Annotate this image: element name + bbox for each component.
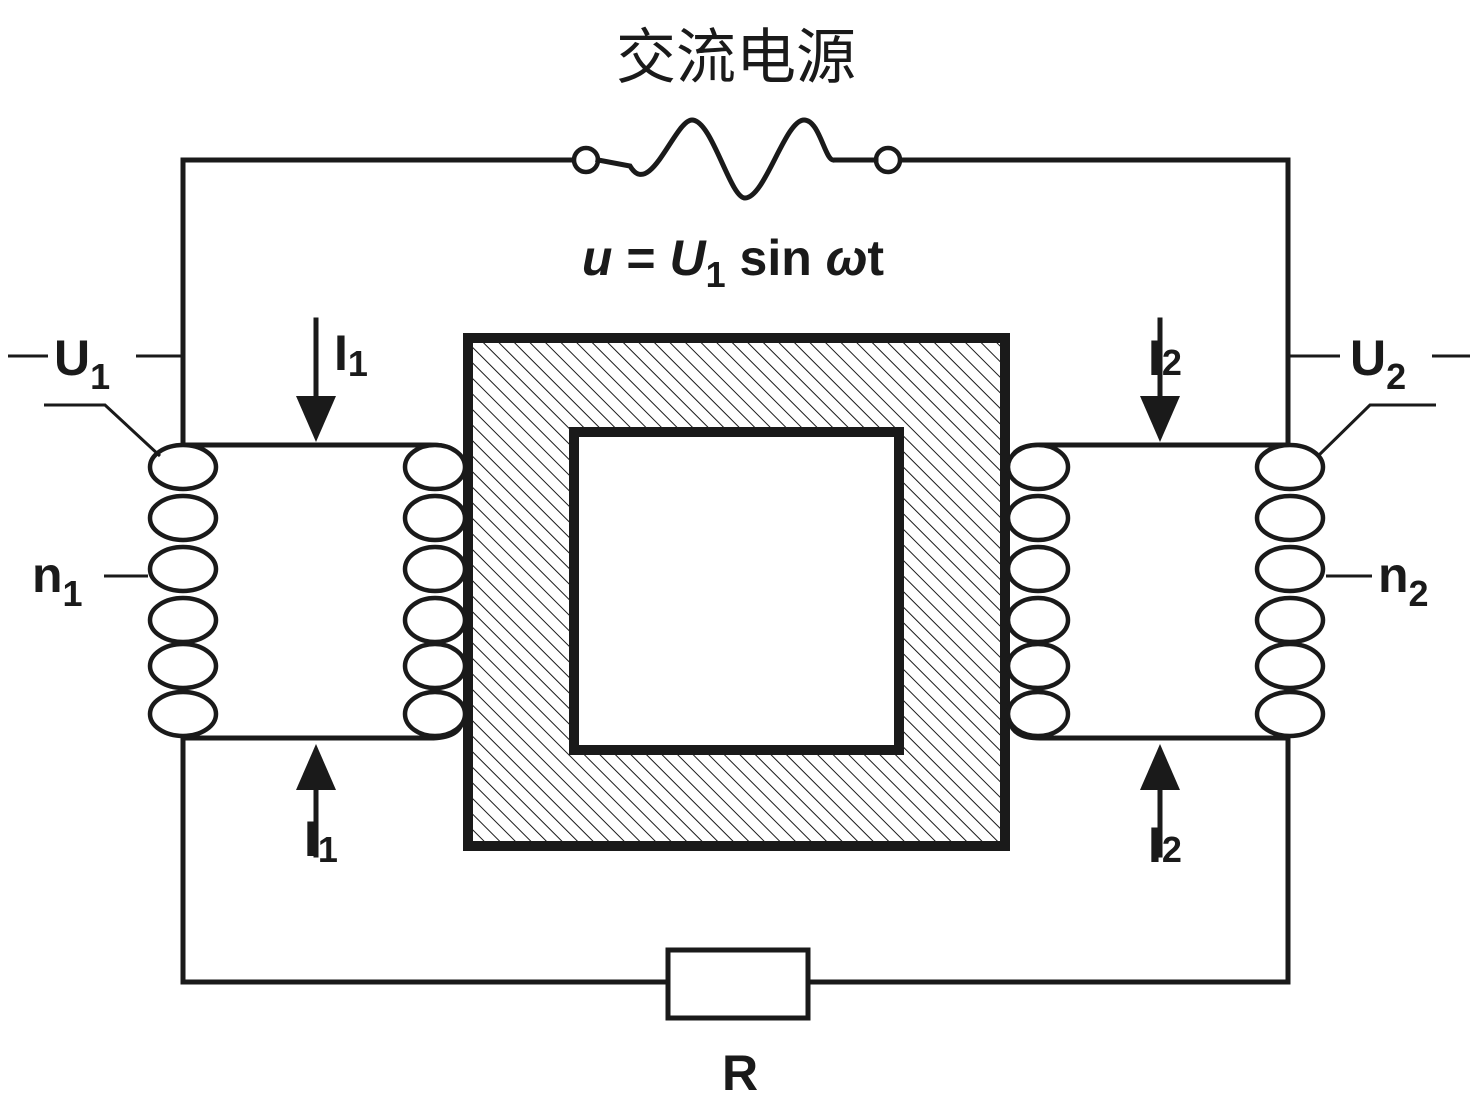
secondary-coil-outer — [1254, 442, 1326, 739]
primary-winding — [147, 442, 468, 741]
svg-text:n2: n2 — [1378, 547, 1429, 614]
source-formula: u = U1 sin ωt — [582, 230, 885, 298]
load-resistor — [665, 947, 811, 1021]
primary-turns-label: n1 — [32, 547, 148, 614]
secondary-winding — [1005, 442, 1326, 741]
circuit-wires — [180, 157, 1291, 985]
secondary-current-top-arrow: I2 — [1140, 317, 1182, 442]
secondary-current-bottom-arrow: I2 — [1140, 744, 1182, 873]
svg-text:U2: U2 — [1350, 330, 1406, 397]
svg-text:I2: I2 — [1148, 817, 1182, 873]
primary-coil-core — [402, 442, 468, 739]
svg-text:I1: I1 — [304, 811, 338, 870]
primary-current-bottom-arrow: I1 — [296, 744, 338, 870]
svg-text:U1: U1 — [54, 330, 110, 397]
iron-core — [463, 333, 1010, 851]
ac-source-title: 交流电源 — [616, 23, 856, 93]
secondary-coil-core — [1005, 442, 1071, 739]
secondary-turns-label: n2 — [1326, 547, 1429, 614]
primary-coil-outer — [147, 442, 219, 739]
secondary-voltage-label: U2 — [1290, 330, 1470, 458]
primary-current-top-arrow: I1 — [296, 317, 368, 442]
primary-voltage-label: U1 — [8, 330, 183, 458]
svg-text:n1: n1 — [32, 547, 83, 614]
ac-source-symbol — [571, 117, 903, 201]
svg-text:I2: I2 — [1148, 330, 1182, 386]
svg-text:I1: I1 — [334, 325, 368, 384]
resistor-label: R — [722, 1045, 758, 1101]
